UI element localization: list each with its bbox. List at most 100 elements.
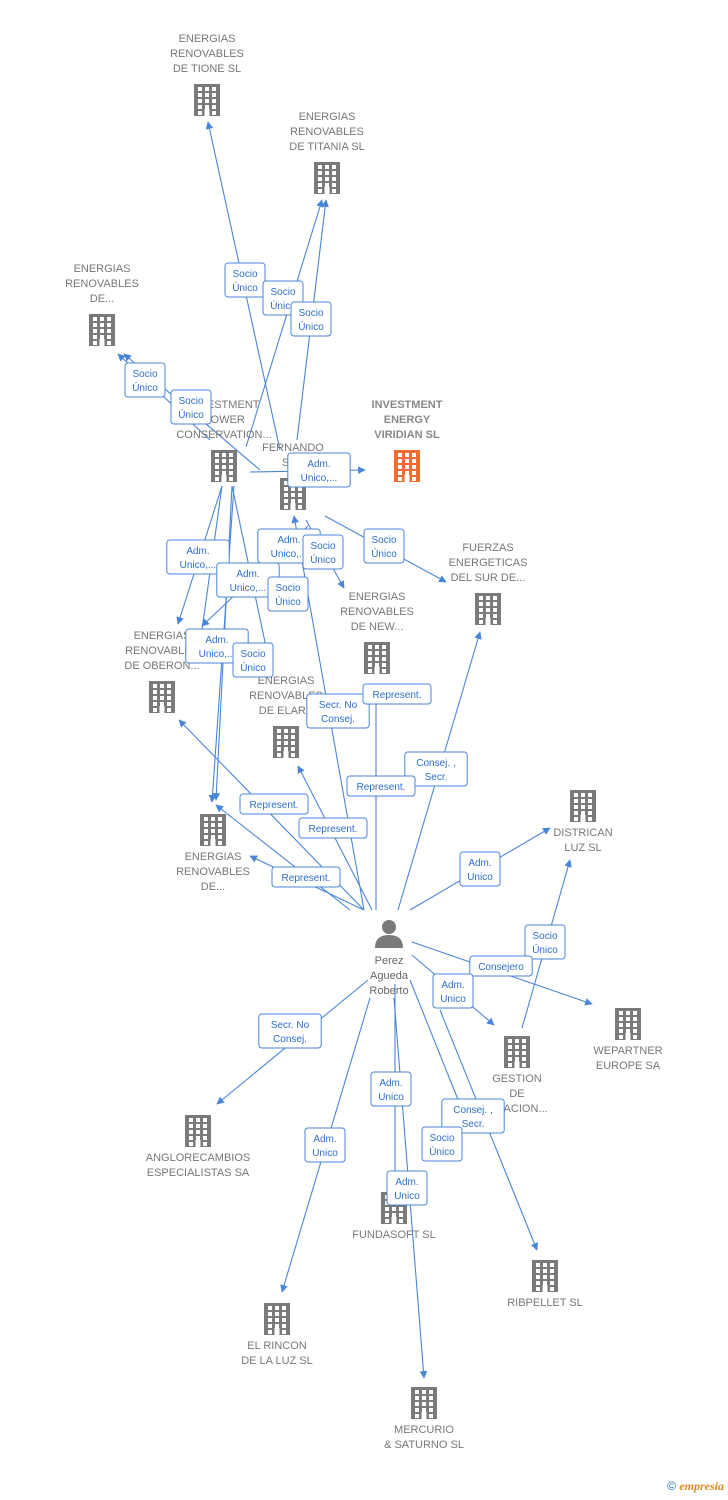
node-label: DE NEW... — [351, 621, 404, 633]
edge-label[interactable]: Adm.Unico — [432, 973, 474, 1009]
node-label: FUNDASOFT SL — [352, 1229, 436, 1241]
node-label: ENERGIAS — [299, 111, 356, 123]
edge-label-text: Adm. — [277, 535, 300, 546]
edge-label[interactable]: Represent. — [239, 793, 309, 815]
edge-label-text: Único — [429, 1145, 455, 1158]
edge-label[interactable]: Consej. ,Secr. — [441, 1098, 505, 1134]
edge-label-box — [267, 576, 309, 612]
edge-label-text: Adm. — [441, 980, 464, 991]
node-label: FERNANDO — [262, 442, 324, 454]
edge-label[interactable]: Adm.Unico,... — [216, 562, 280, 598]
relationship-edge — [245, 199, 324, 448]
node-label: RENOVABLES — [176, 866, 250, 878]
building-icon — [89, 314, 115, 346]
node-label: RENOVABLES — [125, 645, 199, 657]
edge-label-box — [370, 1071, 412, 1107]
node-label: ENERGIAS — [179, 33, 236, 45]
edge-label[interactable]: Consej. ,Secr. — [404, 751, 468, 787]
node-gestion[interactable]: GESTIONDE...NACION... — [486, 1036, 548, 1115]
relationship-edge — [409, 979, 464, 1113]
node-label: Agueda — [370, 970, 409, 982]
edge-label-text: Consej. , — [453, 1105, 492, 1116]
edge-label[interactable]: Adm.Unico — [386, 1170, 428, 1206]
edge-label-text: Socio — [371, 535, 396, 546]
edge-label[interactable]: Represent. — [271, 866, 341, 888]
node-label: RIBPELLET SL — [507, 1297, 583, 1309]
edge-label-box — [432, 973, 474, 1009]
node-mercurio[interactable]: MERCURIO& SATURNO SL — [384, 1387, 464, 1451]
edge-label[interactable]: Adm.Unico — [304, 1127, 346, 1163]
edge-label[interactable]: Represent. — [346, 775, 416, 797]
edge-label-box — [258, 1013, 322, 1049]
edge-label-text: Secr. No — [271, 1020, 310, 1031]
building-icon — [364, 642, 390, 674]
edge-label-box — [459, 851, 501, 887]
node-label: ENERGIAS — [74, 263, 131, 275]
node-label: DE TIONE SL — [173, 63, 241, 75]
edge-label[interactable]: Adm.Unico — [459, 851, 501, 887]
edge-label-box — [302, 534, 344, 570]
edge-label-box — [469, 955, 533, 977]
building-icon — [194, 84, 220, 116]
node-label: EUROPE SA — [596, 1060, 661, 1072]
edge-label-text: Unico,... — [271, 549, 308, 560]
edge-label-box — [239, 793, 309, 815]
edge-label-text: Secr. — [425, 772, 448, 783]
building-icon — [273, 726, 299, 758]
node-label: GESTION — [492, 1073, 542, 1085]
brand-logo[interactable]: empresia — [679, 1479, 724, 1493]
node-label: DE OBERON... — [124, 660, 199, 672]
node-label: FUERZAS — [462, 542, 513, 554]
edge-label-text: Socio — [532, 931, 557, 942]
edge-label-text: Único — [371, 547, 397, 560]
edge-label[interactable]: Adm.Unico,... — [166, 539, 230, 575]
edge-label[interactable]: Represent. — [362, 683, 432, 705]
node-wepartner[interactable]: WEPARTNER EUROPE SA — [593, 1008, 663, 1072]
edge-label-text: Adm. — [307, 459, 330, 470]
node-label: DE LA LUZ SL — [241, 1355, 313, 1367]
edge-label[interactable]: Adm.Unico — [370, 1071, 412, 1107]
node-label: WEPARTNER — [593, 1045, 662, 1057]
edge-label[interactable]: Consejero — [469, 955, 533, 977]
edge-label-box — [386, 1170, 428, 1206]
building-icon — [532, 1260, 558, 1292]
copyright-footer: © empresia — [667, 1479, 724, 1494]
node-label: ESPECIALISTAS SA — [147, 1167, 250, 1179]
node-renov_de[interactable]: ENERGIASRENOVABLESDE... — [65, 263, 139, 346]
node-label: ENERGETICAS — [449, 557, 528, 569]
node-label: LUZ SL — [564, 842, 601, 854]
edge-label[interactable]: Adm.Unico,... — [287, 452, 351, 488]
edge-label[interactable]: Represent. — [298, 817, 368, 839]
edge-label-box — [404, 751, 468, 787]
node-renov_de2[interactable]: ENERGIASRENOVABLESDE... — [176, 814, 250, 893]
node-label: VIRIDIAN SL — [374, 429, 440, 441]
node-label: RENOVABLES — [290, 126, 364, 138]
edge-label-text: Consej. — [321, 714, 355, 725]
node-ribpellet[interactable]: RIBPELLET SL — [507, 1260, 583, 1309]
edge-label-text: Único — [310, 553, 336, 566]
